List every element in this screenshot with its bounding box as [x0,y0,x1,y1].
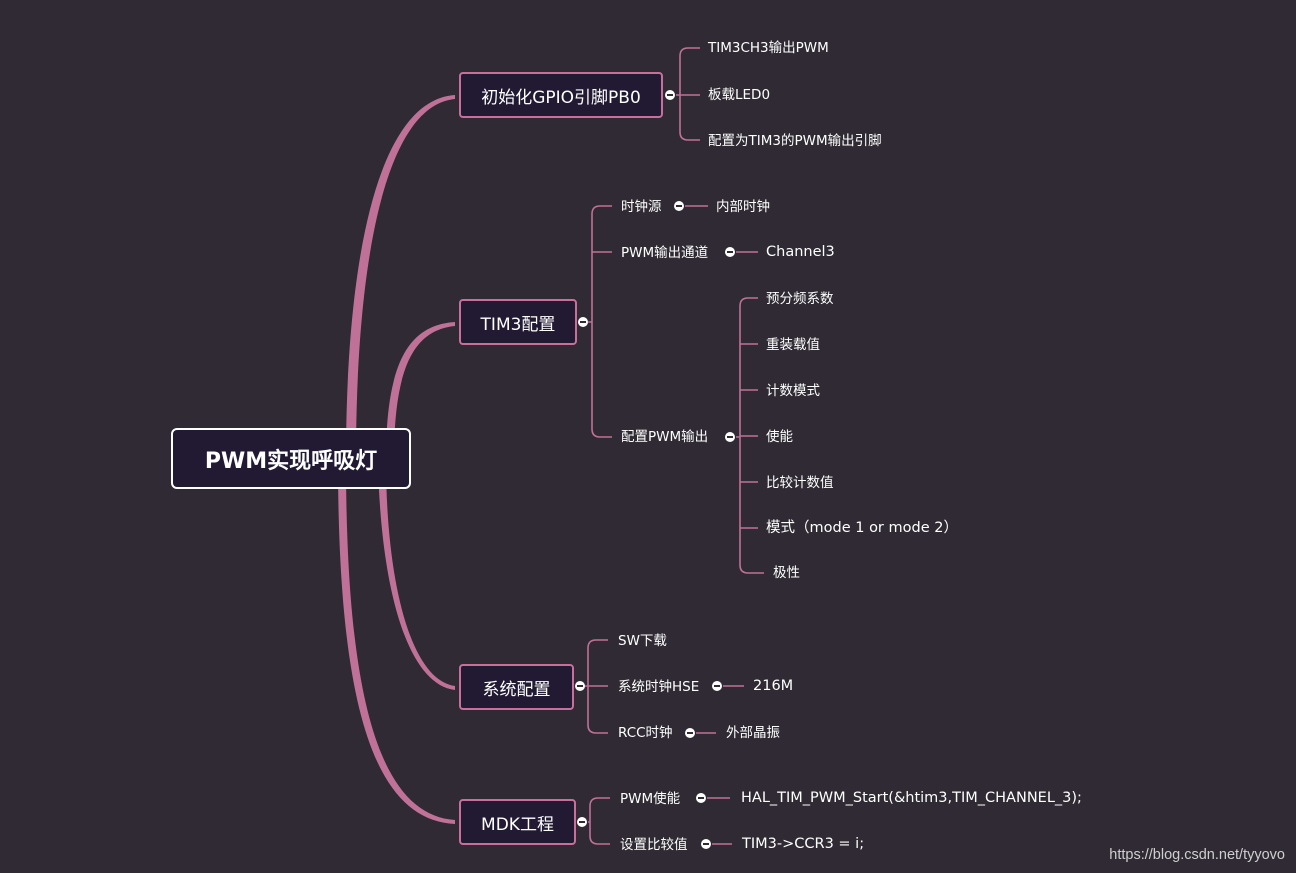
clock-source-value[interactable]: 内部时钟 [716,199,770,215]
hse-collapse-icon[interactable] [712,681,722,691]
tim3-collapse-icon[interactable] [578,317,588,327]
tim3-node[interactable]: TIM3配置 [459,299,577,345]
pwm-channel-node[interactable]: PWM输出通道 [621,245,709,261]
rcc-collapse-icon[interactable] [685,728,695,738]
pwm-config-item[interactable]: 计数模式 [766,383,820,399]
mdk-node[interactable]: MDK工程 [459,799,576,845]
set-compare-collapse-icon[interactable] [701,839,711,849]
set-compare-node[interactable]: 设置比较值 [620,837,688,853]
rcc-value[interactable]: 外部晶振 [726,725,780,741]
pwm-config-item[interactable]: 极性 [773,565,800,581]
sw-download-node[interactable]: SW下载 [618,633,667,649]
hse-node[interactable]: 系统时钟HSE [618,679,700,695]
pwm-config-item[interactable]: 预分频系数 [766,291,834,307]
pwm-config-item[interactable]: 模式（mode 1 or mode 2） [766,520,958,536]
gpio-node[interactable]: 初始化GPIO引脚PB0 [459,72,663,118]
pwm-config-item[interactable]: 重装载值 [766,337,820,353]
mdk-collapse-icon[interactable] [577,817,587,827]
pwm-config-item[interactable]: 使能 [766,429,793,445]
clock-source-collapse-icon[interactable] [674,201,684,211]
pwm-config-node[interactable]: 配置PWM输出 [621,429,709,445]
root-node[interactable]: PWM实现呼吸灯 [171,428,411,489]
system-node[interactable]: 系统配置 [459,664,574,710]
watermark-text: https://blog.csdn.net/tyyovo [1109,847,1285,863]
gpio-item[interactable]: 板载LED0 [708,87,771,103]
clock-source-node[interactable]: 时钟源 [621,199,662,215]
pwm-channel-value[interactable]: Channel3 [766,244,835,260]
gpio-item[interactable]: 配置为TIM3的PWM输出引脚 [708,133,882,149]
pwm-enable-node[interactable]: PWM使能 [620,791,681,807]
gpio-item[interactable]: TIM3CH3输出PWM [708,40,829,56]
system-collapse-icon[interactable] [575,681,585,691]
gpio-collapse-icon[interactable] [665,90,675,100]
pwm-config-collapse-icon[interactable] [725,432,735,442]
rcc-node[interactable]: RCC时钟 [618,725,673,741]
pwm-config-item[interactable]: 比较计数值 [766,475,834,491]
pwm-channel-collapse-icon[interactable] [725,247,735,257]
set-compare-code[interactable]: TIM3->CCR3 = i; [742,836,865,852]
hse-value[interactable]: 216M [753,678,794,694]
pwm-enable-code[interactable]: HAL_TIM_PWM_Start(&htim3,TIM_CHANNEL_3); [741,790,1082,806]
pwm-enable-collapse-icon[interactable] [696,793,706,803]
